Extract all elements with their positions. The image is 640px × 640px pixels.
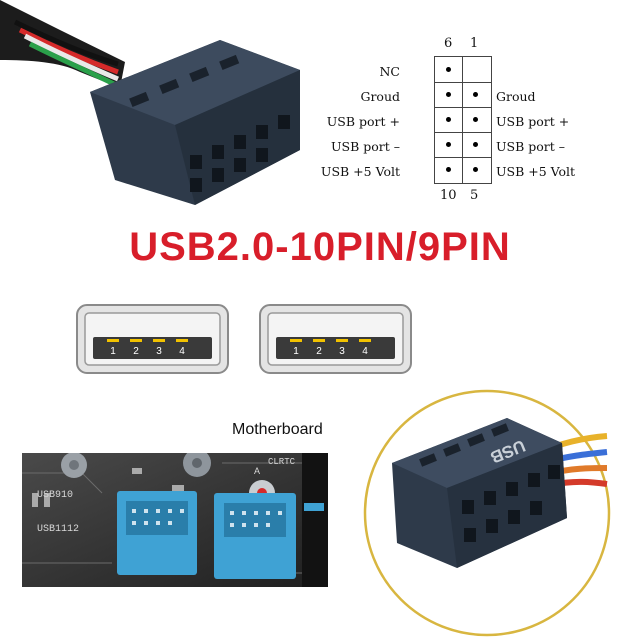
usb-pin-number-3: 3	[156, 346, 162, 357]
pinout-diagram: 6 1 NC Groud USB port + USB port – USB +…	[320, 36, 620, 216]
pin-number-5: 5	[470, 188, 479, 203]
silkscreen-clrtc: CLRTC	[268, 457, 296, 467]
silkscreen-usb1112: USB1112	[37, 524, 79, 535]
pin-grid	[434, 56, 492, 184]
pin-number-6: 6	[444, 36, 453, 51]
usb-header-1	[117, 491, 197, 575]
pin-dot	[446, 92, 451, 97]
pin-dot	[446, 117, 451, 122]
usb-pin-number-2: 2	[133, 346, 139, 357]
silkscreen-a: A	[254, 466, 260, 476]
usb-pin-number-1: 1	[110, 346, 116, 357]
pin-label-left-2: Groud	[360, 89, 400, 104]
pin-dot	[473, 117, 478, 122]
usb-pin-number-2: 2	[316, 346, 322, 357]
usb-port-left: 1 2 3 4	[76, 304, 229, 374]
pin-label-left-1: NC	[379, 64, 400, 79]
pin-number-1: 1	[470, 36, 479, 51]
motherboard-image: USB910 USB1112 CLRTC A	[22, 453, 328, 587]
pin-label-right-3: USB port +	[496, 114, 570, 129]
pin-dot	[446, 142, 451, 147]
pin-dot	[446, 67, 451, 72]
pin-dot	[446, 167, 451, 172]
usb-pin-number-3: 3	[339, 346, 345, 357]
pin-label-left-5: USB +5 Volt	[320, 164, 400, 179]
page-title: USB2.0-10PIN/9PIN	[129, 225, 511, 269]
pin-dot	[473, 142, 478, 147]
pin-label-right-4: USB port –	[496, 139, 566, 154]
pin-dot	[473, 167, 478, 172]
usb-port-right: 1 2 3 4	[259, 304, 412, 374]
connector-closeup-inset: USB	[363, 389, 611, 637]
usb-pin-number-1: 1	[293, 346, 299, 357]
pin-label-left-4: USB port –	[330, 139, 400, 154]
pin-label-right-2: Groud	[496, 89, 536, 104]
pin-number-10: 10	[440, 188, 457, 203]
usb-pin-number-4: 4	[362, 346, 368, 357]
pin-dot	[473, 92, 478, 97]
usb-header-2	[214, 493, 296, 579]
usb-pin-number-4: 4	[179, 346, 185, 357]
pin-label-left-3: USB port +	[326, 114, 400, 129]
motherboard-label: Motherboard	[232, 421, 323, 438]
silkscreen-usb910: USB910	[37, 490, 73, 501]
cable-connector-image	[0, 0, 300, 205]
pin-label-right-5: USB +5 Volt	[496, 164, 576, 179]
